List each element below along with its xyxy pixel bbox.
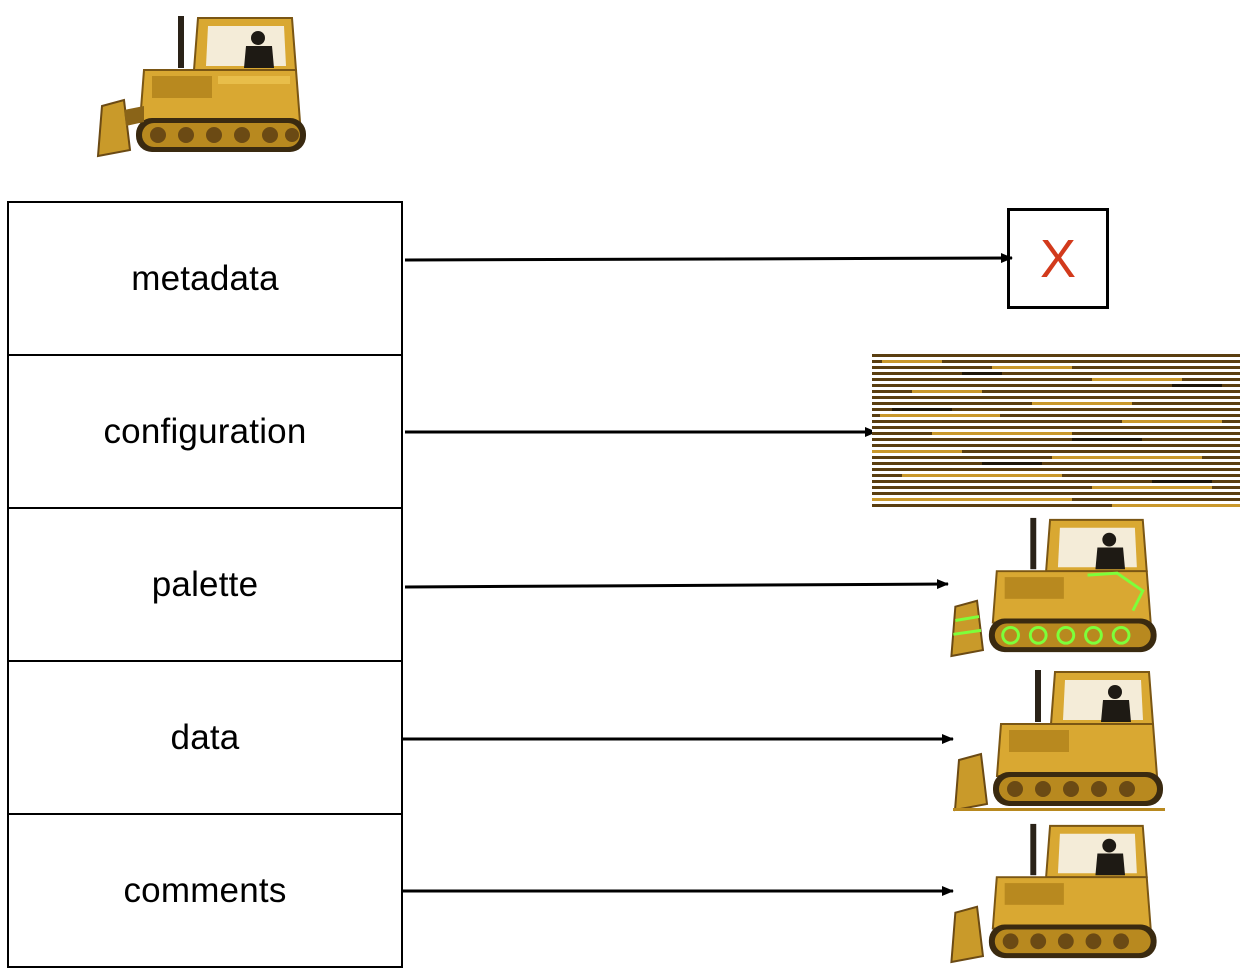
file-structure-stack: metadata configuration palette data comm…: [7, 201, 403, 970]
palette-arrow: [404, 579, 949, 590]
configuration-label: configuration: [103, 411, 307, 451]
source-bulldozer-icon: [96, 16, 306, 158]
scrambled-image-icon: [872, 354, 1240, 508]
data-label: data: [170, 717, 240, 757]
palette-result-bulldozer-icon: [950, 517, 1157, 658]
comments-label: comments: [123, 870, 287, 910]
data-block: data: [7, 660, 403, 815]
comments-result-bulldozer-icon: [950, 823, 1157, 964]
palette-label: palette: [151, 564, 259, 604]
metadata-arrow: [404, 253, 1013, 264]
configuration-block: configuration: [7, 354, 403, 509]
data-result-bulldozer-icon: [953, 670, 1165, 812]
x-mark-label: X: [1039, 228, 1077, 289]
x-mark-icon: X: [1007, 208, 1109, 309]
metadata-label: metadata: [131, 258, 279, 298]
